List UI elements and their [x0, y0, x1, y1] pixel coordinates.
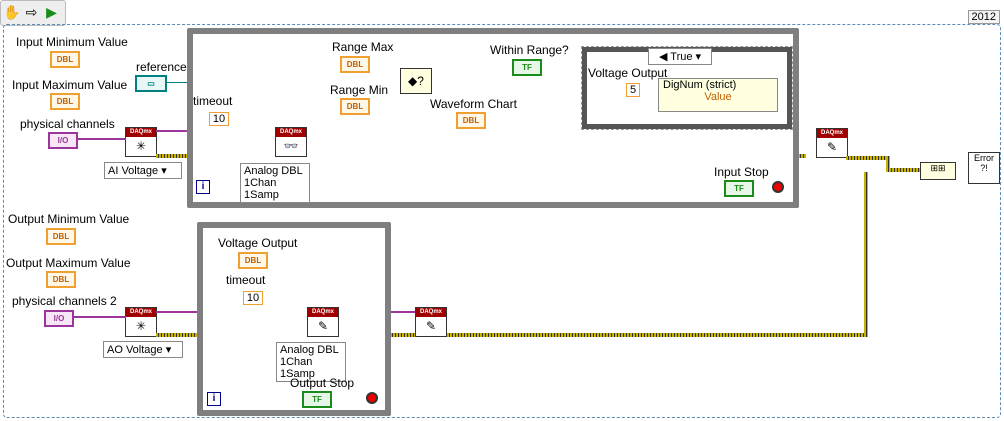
input-min-control[interactable]: DBL [50, 51, 80, 68]
eraser-icon: ✎ [425, 319, 437, 333]
toolbar: ✋ ⇨ ▶ [0, 0, 66, 26]
error-wire [886, 168, 920, 172]
output-max-label: Output Maximum Value [6, 256, 131, 270]
daqmx-write[interactable]: DAQmx ✎ [307, 307, 339, 337]
input-max-control[interactable]: DBL [50, 93, 80, 110]
error-wire [156, 333, 868, 337]
physical-channels-label: physical channels [20, 117, 115, 131]
output-max-control[interactable]: DBL [46, 271, 76, 288]
range-max-control[interactable]: DBL [340, 56, 370, 73]
simple-error-handler[interactable]: Error?! [968, 152, 1000, 184]
physical-channels-control[interactable]: I/O [48, 132, 78, 149]
input-stop-label: Input Stop [714, 165, 769, 179]
read-mode-selector[interactable]: Analog DBL 1Chan 1Samp [240, 163, 310, 203]
ai-voltage-selector[interactable]: AI Voltage ▾ [104, 162, 182, 179]
stop-terminal-icon [366, 392, 378, 404]
error-wire [864, 172, 868, 336]
pencil-icon: ✎ [317, 319, 329, 333]
daqmx-clear-task-ai[interactable]: DAQmx ✎ [816, 128, 848, 158]
waveform-chart-indicator: DBL [456, 112, 486, 129]
output-stop-control[interactable]: TF [302, 391, 332, 408]
merge-errors[interactable]: ⊞⊞ [920, 162, 956, 180]
waveform-chart-label: Waveform Chart [430, 97, 517, 111]
wire [78, 138, 126, 140]
property-node[interactable]: DigNum (strict) Value [658, 78, 778, 112]
timeout-constant[interactable]: 10 [209, 112, 229, 126]
hand-icon[interactable]: ✋ [3, 4, 21, 20]
run-icon[interactable]: ▶ [46, 4, 57, 20]
daqmx-clear-task-ao[interactable]: DAQmx ✎ [415, 307, 447, 337]
create-channel-icon: ✳ [135, 319, 147, 333]
output-min-label: Output Minimum Value [8, 212, 130, 226]
daqmx-create-channel-ao[interactable]: DAQmx ✳ [125, 307, 157, 337]
input-stop-control[interactable]: TF [724, 180, 754, 197]
write-mode-selector[interactable]: Analog DBL 1Chan 1Samp [276, 342, 346, 382]
input-max-label: Input Maximum Value [12, 78, 128, 92]
voltage-output-label: Voltage Output [218, 236, 298, 250]
eraser-icon: ✎ [826, 140, 838, 154]
physical-channels-2-label: physical channels 2 [12, 294, 117, 308]
case-selector[interactable]: ◀ True ▾ [648, 48, 712, 65]
within-range-indicator: TF [512, 59, 542, 76]
input-min-label: Input Minimum Value [16, 35, 128, 49]
diagram-frame [3, 24, 1001, 418]
glasses-icon: 👓 [283, 139, 299, 153]
output-stop-label: Output Stop [290, 376, 355, 390]
loop-iteration-terminal: i [207, 392, 221, 406]
error-wire [886, 156, 890, 170]
case-constant[interactable]: 5 [626, 83, 640, 97]
loop-iteration-terminal: i [196, 180, 210, 194]
wire [74, 316, 126, 318]
output-min-control[interactable]: DBL [46, 228, 76, 245]
range-min-label: Range Min [330, 83, 389, 97]
voltage-output-label: Voltage Output [588, 66, 668, 80]
output-while-loop [197, 222, 391, 416]
arrow-icon[interactable]: ⇨ [25, 4, 38, 20]
create-channel-icon: ✳ [135, 139, 147, 153]
ao-voltage-selector[interactable]: AO Voltage ▾ [103, 341, 183, 358]
stop-terminal-icon [772, 181, 784, 193]
reference-label: reference [136, 60, 187, 74]
timeout-constant[interactable]: 10 [243, 291, 263, 305]
range-min-control[interactable]: DBL [340, 98, 370, 115]
range-max-label: Range Max [332, 40, 394, 54]
within-range-label: Within Range? [490, 43, 569, 57]
reference-control[interactable]: ▭ [135, 75, 167, 92]
timeout-label: timeout [226, 273, 266, 287]
daqmx-create-channel-ai[interactable]: DAQmx ✳ [125, 127, 157, 157]
daqmx-read[interactable]: DAQmx 👓 [275, 127, 307, 157]
timeout-label: timeout [193, 94, 233, 108]
in-range-function[interactable]: ◆? [400, 68, 432, 94]
physical-channels-2-control[interactable]: I/O [44, 310, 74, 327]
voltage-output-control[interactable]: DBL [238, 252, 268, 269]
version-label: 2012 [967, 10, 1000, 24]
error-wire [846, 156, 886, 160]
